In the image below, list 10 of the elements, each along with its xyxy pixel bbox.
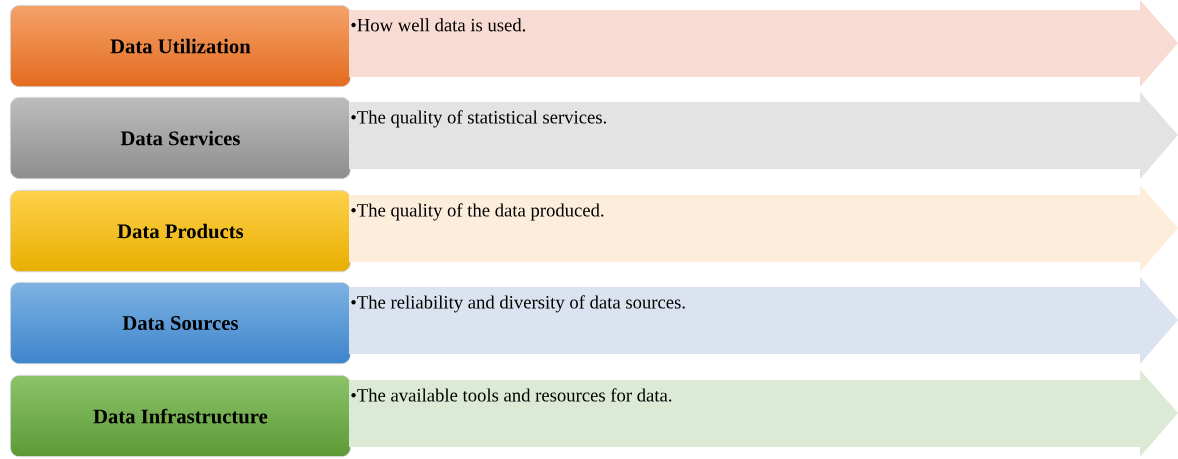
category-box: Data Sources bbox=[10, 282, 351, 365]
category-box: Data Utilization bbox=[10, 5, 351, 88]
category-box: Data Products bbox=[10, 190, 351, 273]
arrow-band: •The quality of statistical services. bbox=[349, 92, 1178, 179]
category-box: Data Services bbox=[10, 97, 351, 180]
arrow-band: •The reliability and diversity of data sources. bbox=[349, 277, 1178, 364]
arrow-band: •The quality of the data produced. bbox=[349, 185, 1178, 272]
arrow-band: •How well data is used. bbox=[349, 0, 1178, 87]
arrow-band: •The available tools and resources for data. bbox=[349, 370, 1178, 457]
category-box: Data Infrastructure bbox=[10, 375, 351, 458]
